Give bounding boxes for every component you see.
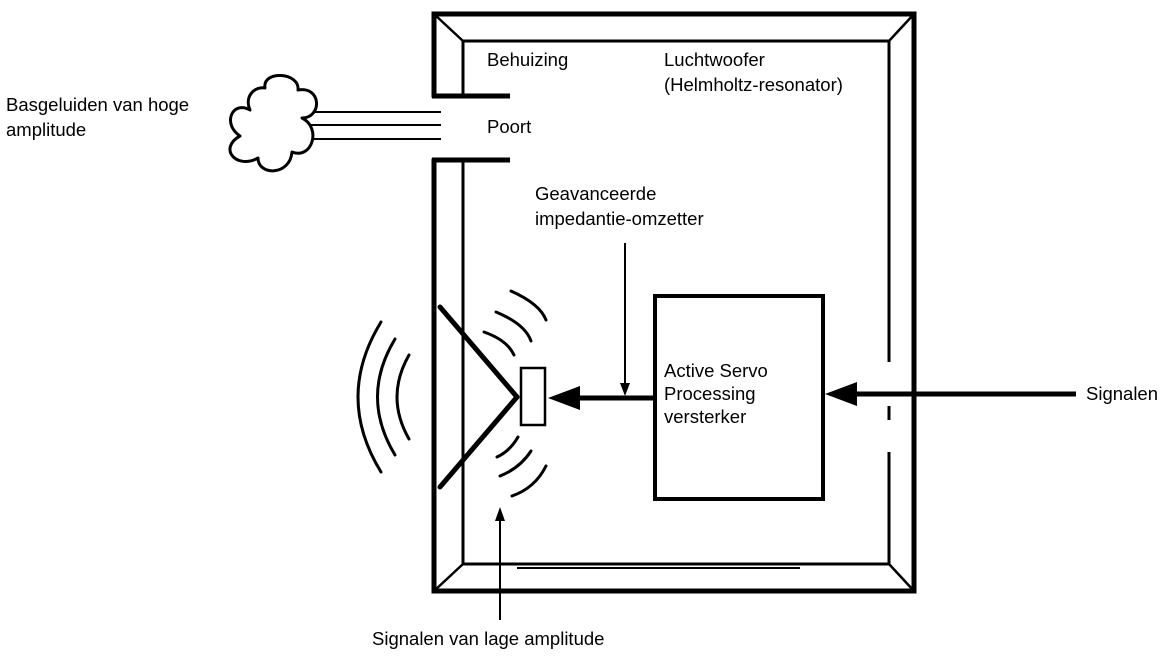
amplifier-label-line1: Active Servo bbox=[664, 360, 768, 381]
amplifier-label-line2: Processing bbox=[664, 383, 756, 404]
port-tube bbox=[432, 93, 510, 163]
port-label: Poort bbox=[487, 116, 531, 137]
enclosure-label: Behuizing bbox=[487, 49, 568, 70]
signal-input-arrow bbox=[825, 382, 1076, 406]
driver-magnet bbox=[519, 366, 547, 427]
enclosure-bevels bbox=[433, 13, 915, 592]
upper-sound-waves-icon bbox=[482, 289, 548, 357]
low-amplitude-pointer bbox=[495, 507, 505, 620]
outer-sound-waves-icon bbox=[356, 320, 411, 474]
lower-sound-waves-icon bbox=[495, 435, 548, 498]
bass-cloud-icon bbox=[228, 74, 318, 173]
impedance-converter-label-line1: Geavanceerde bbox=[535, 183, 656, 204]
bass-high-amplitude-label-line1: Basgeluiden van hoge bbox=[6, 94, 189, 115]
amplifier-label-line3: versterker bbox=[664, 406, 746, 427]
impedance-converter-label-line2: impedantie-omzetter bbox=[535, 208, 704, 229]
low-amplitude-signals-label: Signalen van lage amplitude bbox=[372, 628, 604, 649]
bass-high-amplitude-label-line2: amplitude bbox=[6, 119, 86, 140]
air-woofer-label-line1: Luchtwoofer bbox=[664, 49, 765, 70]
impedance-converter-pointer bbox=[620, 243, 630, 396]
amplifier-box bbox=[653, 294, 825, 501]
airflow-lines bbox=[307, 111, 441, 140]
driver-cone bbox=[437, 304, 520, 490]
signals-label: Signalen bbox=[1086, 383, 1158, 404]
enclosure-outer-wall bbox=[431, 11, 917, 594]
amp-to-driver-arrow bbox=[548, 386, 655, 410]
air-woofer-label-line2: (Helmholtz-resonator) bbox=[664, 74, 843, 95]
